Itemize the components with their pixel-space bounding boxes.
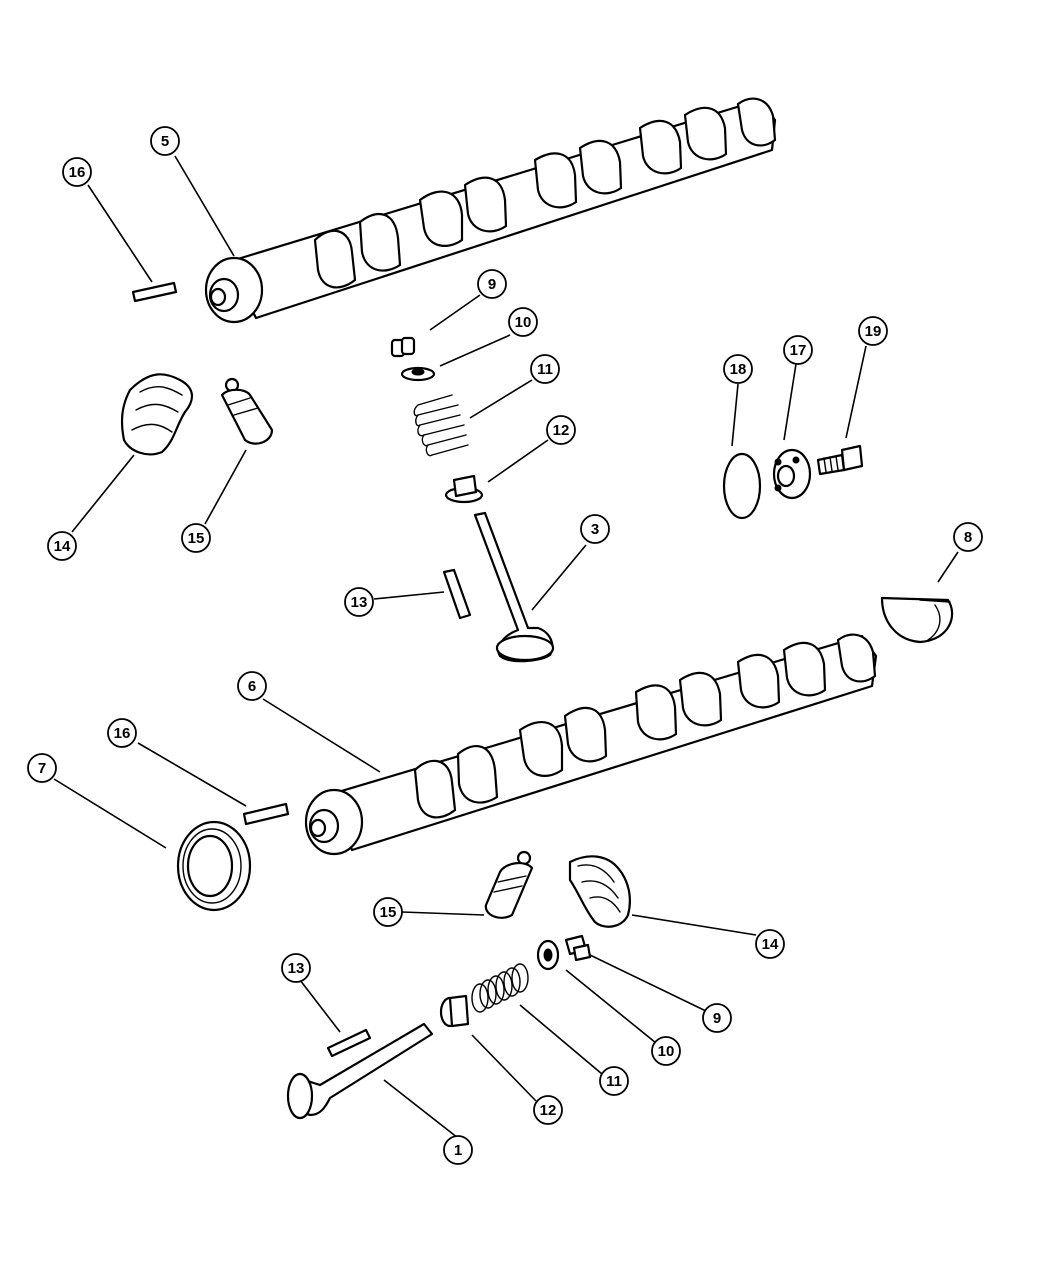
leader-lines [53, 155, 959, 1139]
hydraulic-lifter-lower [484, 850, 534, 919]
rocker-arm-upper [120, 373, 193, 456]
svg-text:10: 10 [658, 1043, 675, 1060]
svg-text:13: 13 [288, 960, 305, 977]
callout-3: 3 [580, 514, 610, 544]
callout-17: 17 [783, 335, 813, 365]
hydraulic-lifter-upper [220, 377, 274, 445]
svg-text:12: 12 [540, 1102, 557, 1119]
dowel-pin-upper [131, 281, 178, 303]
callout-18: 18 [723, 354, 753, 384]
thrust-bearing-cap [880, 596, 954, 644]
valve-spring-lower [471, 963, 529, 1013]
valve-stem-seal-upper [444, 474, 484, 504]
svg-text:17: 17 [790, 342, 807, 359]
svg-text:15: 15 [380, 904, 397, 921]
svg-text:19: 19 [865, 323, 882, 340]
exhaust-valve [286, 1022, 434, 1120]
intake-valve [473, 511, 555, 663]
callout-10-upper: 10 [508, 307, 538, 337]
callout-9-upper: 9 [477, 269, 507, 299]
roll-pin-lower [326, 1028, 372, 1058]
callout-11-lower: 11 [599, 1066, 629, 1096]
callout-13-lower: 13 [281, 953, 311, 983]
svg-text:11: 11 [606, 1073, 622, 1090]
svg-text:18: 18 [730, 361, 747, 378]
callout-14-upper: 14 [47, 531, 77, 561]
valve-keepers-upper [390, 336, 416, 358]
callout-15-lower: 15 [373, 897, 403, 927]
upper-camshaft-lobes [313, 97, 777, 289]
callout-16-lower: 16 [107, 718, 137, 748]
callout-12-lower: 12 [533, 1095, 563, 1125]
callout-8: 8 [953, 522, 983, 552]
callout-1: 1 [443, 1135, 473, 1165]
svg-text:14: 14 [54, 538, 71, 555]
callout-15-upper: 15 [181, 523, 211, 553]
callout-12-upper: 12 [546, 415, 576, 445]
svg-text:15: 15 [188, 530, 205, 547]
svg-text:11: 11 [537, 361, 553, 378]
valve-stem-seal-lower [439, 994, 470, 1028]
callout-13-upper: 13 [344, 587, 374, 617]
callout-6: 6 [237, 671, 267, 701]
o-ring-gasket [722, 452, 762, 520]
svg-text:10: 10 [515, 314, 532, 331]
callout-16-upper: 16 [62, 157, 92, 187]
dowel-pin-lower [242, 802, 290, 826]
svg-text:16: 16 [114, 725, 131, 742]
valve-spring-upper [413, 394, 469, 457]
camshaft-oil-seal [176, 820, 252, 912]
callout-9-lower: 9 [702, 1003, 732, 1033]
callout-11-upper: 11 [530, 354, 560, 384]
roll-pin-upper [442, 568, 472, 620]
svg-text:13: 13 [351, 594, 368, 611]
callout-14-lower: 14 [755, 929, 785, 959]
callout-10-lower: 10 [651, 1036, 681, 1066]
svg-text:3: 3 [591, 521, 599, 538]
svg-text:9: 9 [713, 1010, 721, 1027]
svg-text:1: 1 [454, 1142, 462, 1159]
callout-5: 5 [150, 126, 180, 156]
valve-keepers-lower [564, 934, 592, 962]
callout-7: 7 [27, 753, 57, 783]
svg-text:6: 6 [248, 678, 256, 695]
svg-text:9: 9 [488, 276, 496, 293]
lower-camshaft-lobes [413, 633, 877, 819]
rocker-arm-lower [568, 855, 631, 928]
svg-text:12: 12 [553, 422, 570, 439]
svg-text:7: 7 [38, 760, 46, 777]
svg-text:8: 8 [964, 529, 972, 546]
svg-text:14: 14 [762, 936, 779, 953]
valve-retainer-upper [400, 366, 436, 382]
svg-text:5: 5 [161, 133, 169, 150]
lower-camshaft [304, 633, 878, 856]
bolt [816, 444, 864, 476]
valve-retainer-lower [536, 939, 560, 971]
svg-text:16: 16 [69, 164, 86, 181]
sprocket [772, 448, 812, 500]
callout-19: 19 [858, 316, 888, 346]
callouts: 1 3 5 6 7 8 9 9 [27, 126, 983, 1165]
upper-camshaft [204, 97, 777, 324]
